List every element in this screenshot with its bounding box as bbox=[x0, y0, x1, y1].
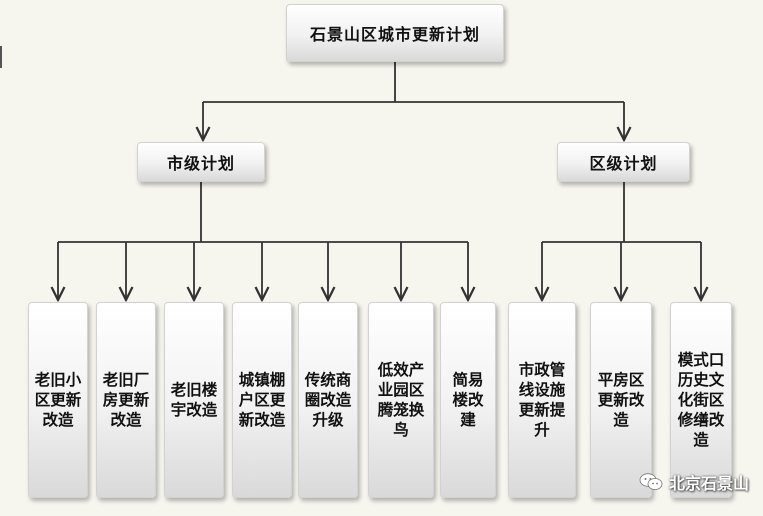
leaf-node: 市政管线设施更新提升 bbox=[508, 302, 576, 498]
edge-mark bbox=[0, 46, 2, 68]
leaf-node: 低效产业园区腾笼换鸟 bbox=[368, 302, 434, 498]
wechat-icon bbox=[639, 473, 663, 491]
leaf-label: 模式口历史文化街区修缮改造 bbox=[677, 351, 725, 449]
watermark-text: 北京石景山 bbox=[668, 474, 749, 493]
leaf-label: 平房区更新改造 bbox=[597, 371, 645, 429]
leaf-node: 老旧楼宇改造 bbox=[164, 302, 224, 498]
leaf-node: 平房区更新改造 bbox=[590, 302, 652, 498]
root-label: 石景山区城市更新计划 bbox=[309, 25, 480, 44]
watermark: 北京石景山 bbox=[639, 470, 749, 494]
leaf-label: 城镇棚户区更新改造 bbox=[238, 371, 286, 429]
leaf-label: 老旧小区更新改造 bbox=[34, 371, 82, 429]
branch-node-district: 区级计划 bbox=[557, 142, 690, 182]
leaf-label: 简易楼改建 bbox=[452, 371, 484, 429]
root-node: 石景山区城市更新计划 bbox=[286, 4, 504, 62]
leaf-node: 城镇棚户区更新改造 bbox=[232, 302, 292, 498]
leaf-label: 老旧楼宇改造 bbox=[170, 381, 218, 419]
leaf-node: 简易楼改建 bbox=[440, 302, 496, 498]
leaf-label: 市政管线设施更新提升 bbox=[518, 361, 566, 439]
branch-label-city: 市级计划 bbox=[166, 154, 235, 173]
leaf-node: 模式口历史文化街区修缮改造 bbox=[670, 302, 732, 498]
leaf-node: 传统商圈改造升级 bbox=[298, 302, 358, 498]
leaf-node: 老旧厂房更新改造 bbox=[96, 302, 156, 498]
branch-node-city: 市级计划 bbox=[137, 142, 265, 182]
leaf-label: 老旧厂房更新改造 bbox=[102, 371, 150, 429]
leaf-label: 传统商圈改造升级 bbox=[304, 371, 352, 429]
branch-label-district: 区级计划 bbox=[589, 154, 658, 173]
leaf-node: 老旧小区更新改造 bbox=[28, 302, 88, 498]
leaf-label: 低效产业园区腾笼换鸟 bbox=[377, 361, 425, 439]
